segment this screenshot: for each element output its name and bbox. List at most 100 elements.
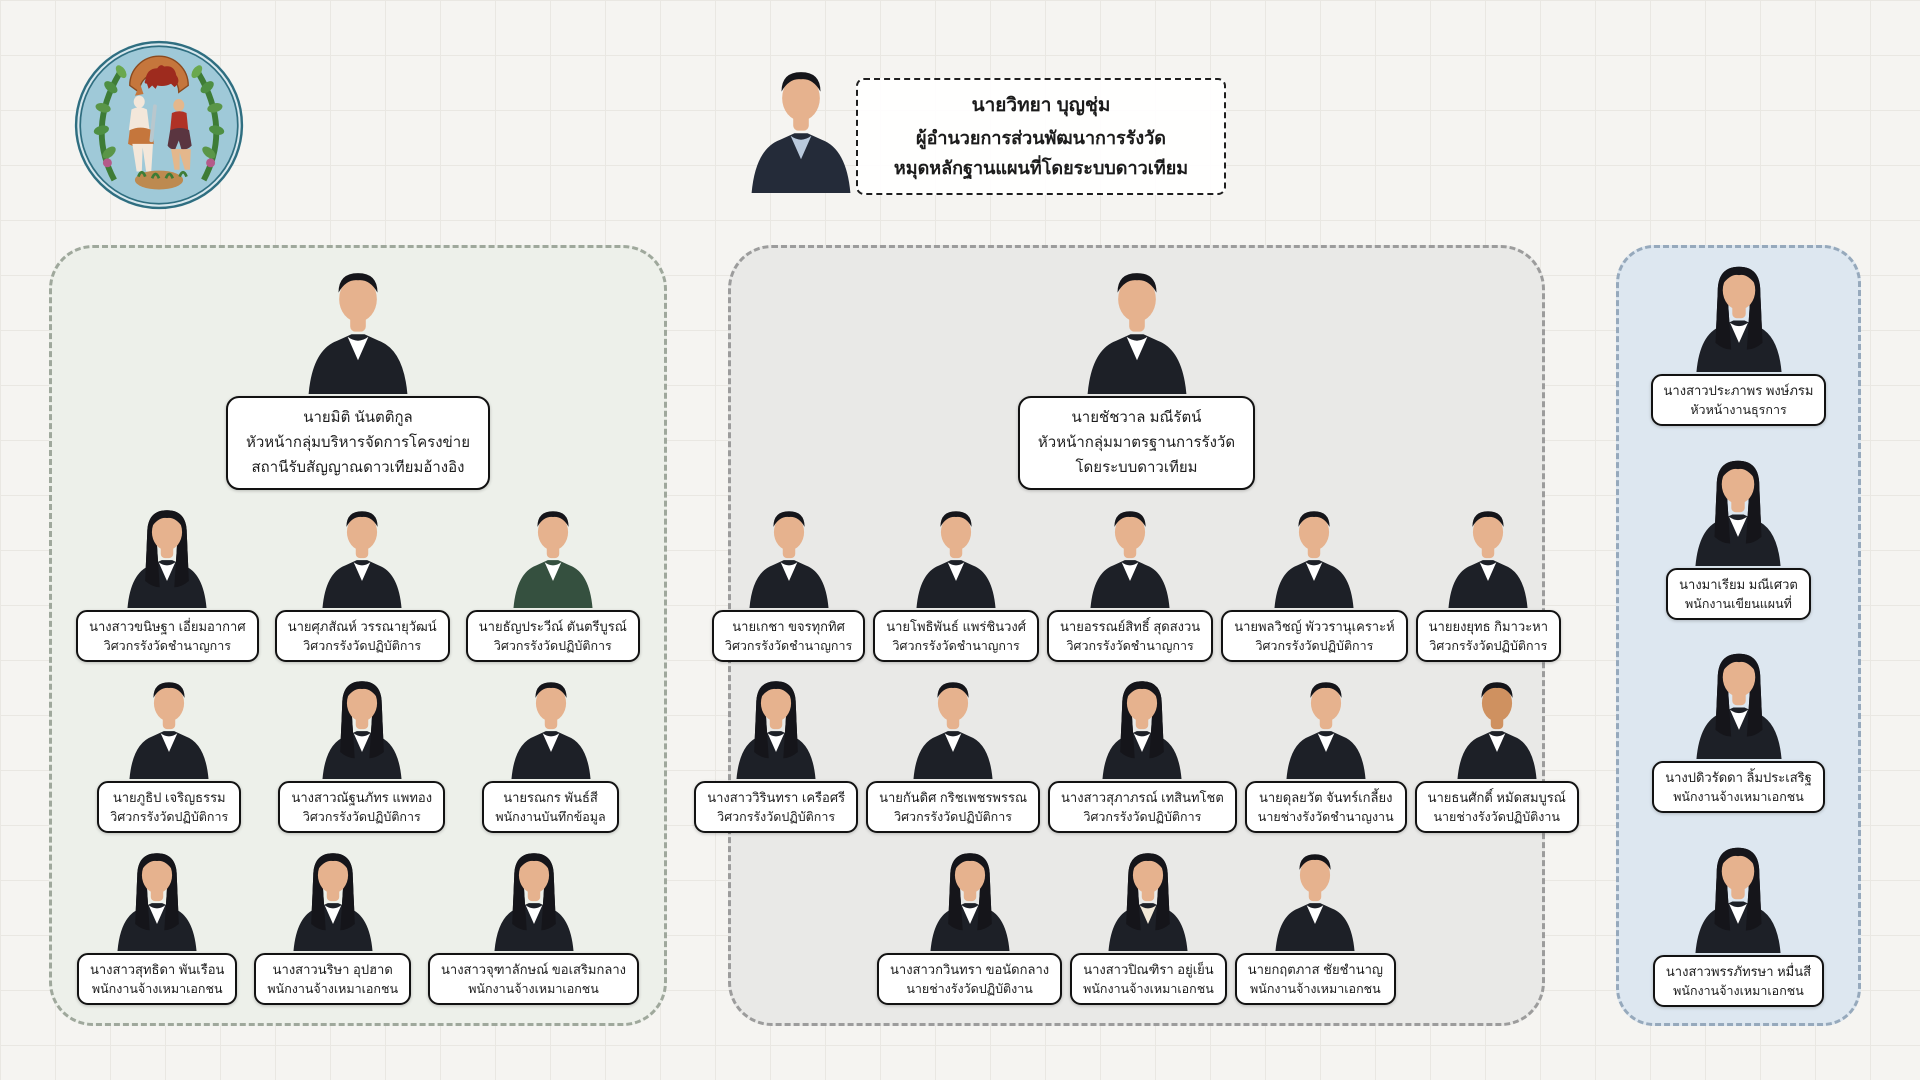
person-name: นางสาวนริษา อุปฮาด [272, 961, 393, 977]
person-role: วิศวกรรังวัดชำนาญการ [892, 638, 1020, 653]
portrait-photo [492, 675, 610, 780]
name-box: นางสาวจุฑาลักษณ์ ขอเสริมกลางพนักงานจ้างเ… [428, 952, 639, 1005]
section-admin-group: นางสาวประภาพร พงษ์ภรมหัวหน้างานธุรการนาง… [1616, 245, 1861, 1026]
name-box: นายโพธิพันธ์ แพร่ชินวงศ์วิศวกรรังวัดชำนา… [873, 609, 1040, 662]
name-box: นายกันดิศ กริชเพชรพรรณวิศวกรรังวัดปฏิบัต… [866, 781, 1041, 834]
person-name: นางสาวจุฑาลักษณ์ ขอเสริมกลาง [441, 961, 626, 977]
name-box: นางสาวขนิษฐา เอี่ยมอากาศวิศวกรรังวัดชำนา… [76, 609, 259, 662]
person-role: วิศวกรรังวัดชำนาญการ [1066, 638, 1194, 653]
person-role: วิศวกรรังวัดปฏิบัติการ [1255, 638, 1374, 653]
person-role: นายช่างรังวัดปฏิบัติงาน [906, 981, 1033, 996]
member-card: นางสาวขนิษฐา เอี่ยมอากาศวิศวกรรังวัดชำนา… [76, 504, 259, 662]
director-name: นายวิทยา บุญชุ่ม [971, 95, 1111, 117]
person-name: นายธนศักดิ์ หมัดสมบูรณ์ [1427, 790, 1566, 806]
person-name: นายดุลยวัต จันทร์เกลี้ยง [1258, 790, 1393, 806]
person-role: พนักงานเขียนแผนที่ [1685, 596, 1792, 611]
member-card: นายศุภสัณห์ วรรณายุวัฒน์วิศวกรรังวัดปฏิบ… [274, 504, 450, 662]
member-card: นางสาวกวินทรา ขอนัดกลางนายช่างรังวัดปฏิบ… [877, 847, 1063, 1005]
person-name: นายภูธิป เจริญธรรม [112, 790, 226, 806]
member-card: นางสาววิรินทรา เครือศรีวิศวกรรังวัดปฏิบั… [694, 675, 859, 834]
portrait-photo [1256, 847, 1374, 951]
portrait-photo [1677, 454, 1799, 566]
person-role: สถานีรับสัญญาณดาวเทียมอ้างอิง [251, 458, 465, 476]
portrait-photo [1678, 647, 1800, 760]
person-role: นายช่างรังวัดปฏิบัติงาน [1433, 810, 1560, 825]
member-card: นางสาวสุภาภรณ์ เทสินทโชตวิศวกรรังวัดปฏิบ… [1048, 675, 1237, 834]
member-card: นายธนศักดิ์ หมัดสมบูรณ์นายช่างรังวัดปฏิบ… [1414, 675, 1579, 834]
person-role: หัวหน้ากลุ่มมาตรฐานการรังวัด [1037, 433, 1236, 451]
name-box: นายมิติ นันตติกูลหัวหน้ากลุ่มบริหารจัดกา… [225, 396, 490, 491]
person-role: พนักงานจ้างเหมาเอกชน [91, 981, 223, 996]
person-role: วิศวกรรังวัดปฏิบัติการ [303, 638, 422, 653]
name-box: นางสาวปิณฑิรา อยู่เย็นพนักงานจ้างเหมาเอก… [1070, 952, 1227, 1005]
portrait-photo [475, 847, 593, 951]
person-role: วิศวกรรังวัดปฏิบัติการ [1083, 810, 1202, 825]
portrait-photo [1678, 260, 1800, 372]
member-card: นายภูธิป เจริญธรรมวิศวกรรังวัดปฏิบัติการ [97, 675, 242, 834]
person-role: พนักงานบันทึกข้อมูล [495, 810, 606, 825]
portrait-photo [108, 504, 226, 608]
person-role: วิศวกรรังวัดปฏิบัติการ [1429, 638, 1548, 653]
name-box: นายอรรณย์สิทธิ์ สุดสงวนวิศวกรรังวัดชำนาญ… [1047, 609, 1214, 662]
member-card: นางสาวปิณฑิรา อยู่เย็นพนักงานจ้างเหมาเอก… [1070, 847, 1227, 1005]
name-box: นางสาวพรรภัทรษา หมื่นสีพนักงานจ้างเหมาเอ… [1652, 954, 1825, 1007]
portrait-photo [1071, 504, 1189, 608]
member-row: นายภูธิป เจริญธรรมวิศวกรรังวัดปฏิบัติการ… [60, 675, 656, 834]
director-title-line2: หมุดหลักฐานแผนที่โดยระบบดาวเทียม [893, 158, 1189, 179]
name-box: นางสาววิรินทรา เครือศรีวิศวกรรังวัดปฏิบั… [694, 781, 859, 834]
person-name: นางสาววิรินทรา เครือศรี [707, 790, 846, 806]
person-name: นายอรรณย์สิทธิ์ สุดสงวน [1060, 618, 1201, 634]
person-name: นายรณกร พันธ์สี [503, 790, 598, 806]
name-box: นายกฤตภาส ชัยชำนาญพนักงานจ้างเหมาเอกชน [1234, 952, 1396, 1005]
portrait-photo [1089, 847, 1207, 951]
member-card: นางปดิวรัดดา ลิ้มประเสริฐพนักงานจ้างเหมา… [1652, 647, 1825, 814]
name-box: นายธัญประวีณ์ ตันตรีบูรณ์วิศวกรรังวัดปฏิ… [465, 609, 640, 662]
person-name: นางสาวปิณฑิรา อยู่เย็น [1083, 961, 1214, 977]
person-name: นายโพธิพันธ์ แพร่ชินวงศ์ [886, 618, 1027, 634]
member-card: นางสาวจุฑาลักษณ์ ขอเสริมกลางพนักงานจ้างเ… [428, 847, 639, 1005]
portrait-photo [282, 264, 434, 394]
member-row: นางปดิวรัดดา ลิ้มประเสริฐพนักงานจ้างเหมา… [1625, 647, 1852, 814]
name-box: นางมาเรียม มณีเศวตพนักงานเขียนแผนที่ [1666, 567, 1811, 620]
section-survey-standards-group: นายชัชวาล มณีรัตน์หัวหน้ากลุ่มมาตรฐานการ… [694, 245, 1579, 1026]
name-box: นางสาวณัฐนภัทร แพทองวิศวกรรังวัดปฏิบัติก… [278, 781, 446, 834]
portrait-photo [1267, 675, 1385, 780]
name-box: นายชัชวาล มณีรัตน์หัวหน้ากลุ่มมาตรฐานการ… [1017, 396, 1256, 491]
member-card: นางสาวณัฐนภัทร แพทองวิศวกรรังวัดปฏิบัติก… [278, 675, 446, 834]
person-name: นายกฤตภาส ชัยชำนาญ [1247, 961, 1383, 977]
person-name: นางสาวกวินทรา ขอนัดกลาง [890, 961, 1050, 977]
name-box: นายภูธิป เจริญธรรมวิศวกรรังวัดปฏิบัติการ [97, 781, 242, 834]
name-box: นายธนศักดิ์ หมัดสมบูรณ์นายช่างรังวัดปฏิบ… [1414, 781, 1579, 834]
person-name: นายมิติ นันตติกูล [303, 409, 413, 426]
person-name: นางสาวสุภาภรณ์ เทสินทโชต [1061, 790, 1224, 806]
portrait-photo [110, 675, 228, 780]
person-role: หัวหน้างานธุรการ [1690, 403, 1787, 418]
portrait-photo [1438, 675, 1556, 780]
person-role: หัวหน้ากลุ่มบริหารจัดการโครงข่าย [245, 433, 470, 451]
section-network-management-group: นายมิติ นันตติกูลหัวหน้ากลุ่มบริหารจัดกา… [49, 245, 667, 1026]
portrait-photo [717, 675, 835, 780]
portrait-photo [303, 504, 421, 608]
person-role: วิศวกรรังวัดปฏิบัติการ [493, 638, 612, 653]
member-row: นางสาวขนิษฐา เอี่ยมอากาศวิศวกรรังวัดชำนา… [60, 504, 656, 662]
person-role: พนักงานจ้างเหมาเอกชน [267, 981, 399, 996]
member-card: นายเกชา ขจรทุกทิศวิศวกรรังวัดชำนาญการ [711, 504, 866, 662]
portrait-photo [730, 504, 848, 608]
director-photo [736, 40, 866, 193]
name-box: นางสาวสุทธิดา พันเรือนพนักงานจ้างเหมาเอก… [76, 952, 238, 1005]
department-seal-logo [73, 37, 245, 213]
person-name: นางมาเรียม มณีเศวต [1679, 576, 1798, 592]
person-name: นายธัญประวีณ์ ตันตรีบูรณ์ [478, 618, 627, 634]
person-role: วิศวกรรังวัดปฏิบัติการ [302, 810, 421, 825]
leader-card: นายมิติ นันตติกูลหัวหน้ากลุ่มบริหารจัดกา… [225, 264, 490, 491]
person-role: พนักงานจ้างเหมาเอกชน [1673, 790, 1804, 805]
portrait-photo [303, 675, 421, 780]
portrait-photo [1083, 675, 1201, 780]
person-name: นางปดิวรัดดา ลิ้มประเสริฐ [1665, 770, 1812, 786]
member-row: นางสาวกวินทรา ขอนัดกลางนายช่างรังวัดปฏิบ… [739, 847, 1534, 1005]
member-card: นายรณกร พันธ์สีพนักงานบันทึกข้อมูล [482, 675, 619, 834]
portrait-photo [1255, 504, 1373, 608]
person-role: พนักงานจ้างเหมาเอกชน [468, 981, 599, 996]
name-box: นายดุลยวัต จันทร์เกลี้ยงนายช่างรังวัดชำน… [1244, 781, 1407, 834]
